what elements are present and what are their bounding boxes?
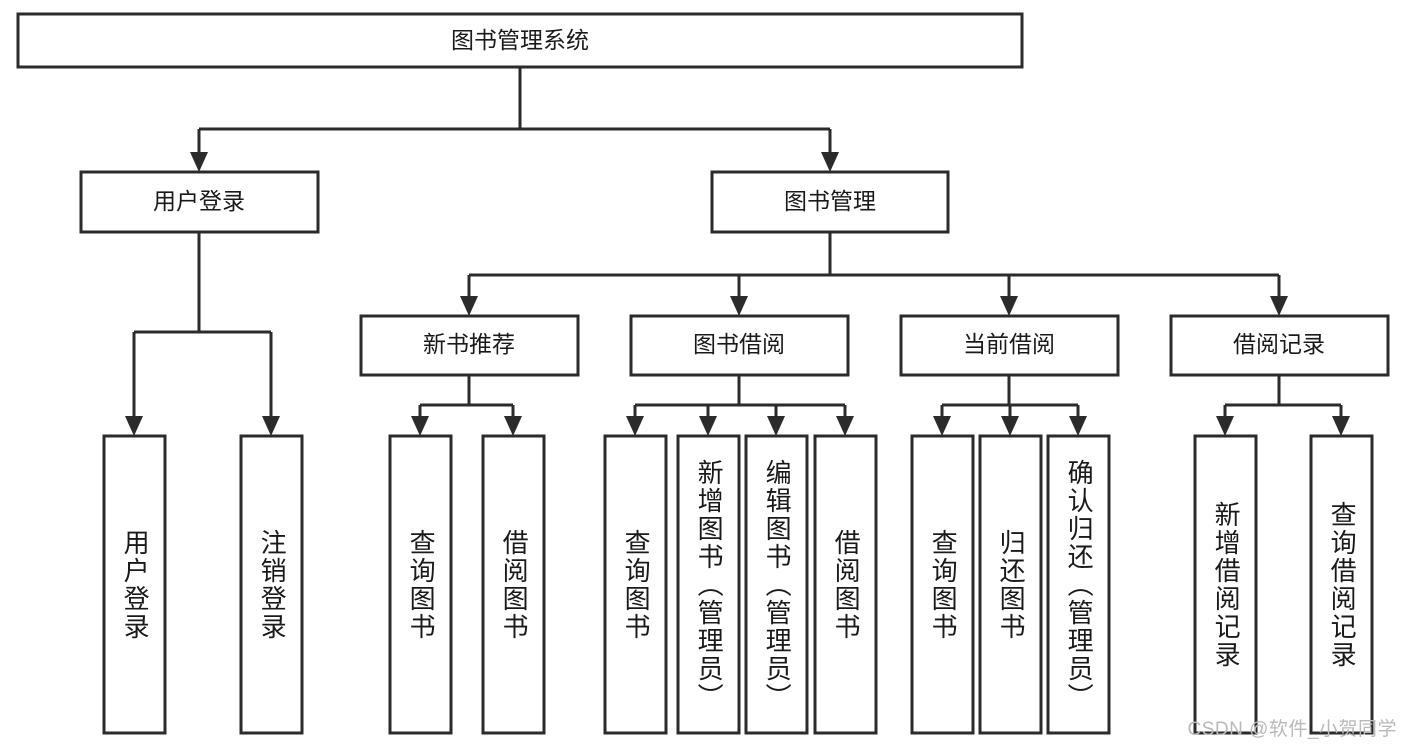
node-borrow-record[interactable]: 借阅记录 <box>1169 314 1390 377</box>
arrowhead-user-login <box>190 152 208 172</box>
node-root-label: 图书管理系统 <box>451 27 589 53</box>
leaf-box-borrow-record-2[interactable] <box>1309 434 1374 735</box>
arrowhead-book-borrow-leaf-3 <box>767 416 785 436</box>
connector-group-root <box>190 67 839 172</box>
arrowhead-book-manage <box>821 152 839 172</box>
node-current-borrow-label: 当前借阅 <box>963 331 1055 357</box>
connector-group-borrow-record <box>1216 375 1350 436</box>
node-user-login-box[interactable] <box>79 170 320 234</box>
node-book-manage-box[interactable] <box>710 170 950 234</box>
leaf-box-book-borrow-2[interactable] <box>676 434 741 735</box>
leaf-box-user-login-1[interactable] <box>102 434 167 735</box>
node-root[interactable]: 图书管理系统 <box>16 12 1024 69</box>
node-book-borrow-label: 图书借阅 <box>693 331 785 357</box>
arrowhead-new-book <box>460 296 478 316</box>
node-user-login-label: 用户登录 <box>153 188 245 214</box>
node-book-manage[interactable]: 图书管理 <box>710 170 950 234</box>
node-borrow-record-box[interactable] <box>1169 314 1390 377</box>
connector-group-user-login <box>125 232 280 436</box>
leaf-box-current-borrow-2[interactable] <box>978 434 1043 735</box>
arrowhead-borrow-record-leaf-1 <box>1216 416 1234 436</box>
arrowhead-current-borrow <box>1000 296 1018 316</box>
node-root-box[interactable] <box>16 12 1024 69</box>
node-book-borrow-box[interactable] <box>629 314 850 377</box>
watermark-text: CSDN @软件_小贺同学 <box>1187 719 1397 740</box>
arrowhead-book-borrow-leaf-2 <box>699 416 717 436</box>
arrowhead-borrow-record-leaf-2 <box>1332 416 1350 436</box>
leaf-box-new-book-2[interactable] <box>481 434 546 735</box>
node-book-manage-label: 图书管理 <box>784 188 876 214</box>
node-user-login[interactable]: 用户登录 <box>79 170 320 234</box>
arrowhead-current-borrow-leaf-3 <box>1069 416 1087 436</box>
arrowhead-book-borrow-leaf-4 <box>836 416 854 436</box>
node-new-book-recommend-label: 新书推荐 <box>423 331 515 357</box>
arrowhead-new-book-leaf-2 <box>504 416 522 436</box>
arrowhead-current-borrow-leaf-2 <box>1001 416 1019 436</box>
node-current-borrow-box[interactable] <box>899 314 1120 377</box>
leaf-box-current-borrow-1[interactable] <box>910 434 975 735</box>
arrowhead-borrow-record <box>1270 296 1288 316</box>
node-book-borrow[interactable]: 图书借阅 <box>629 314 850 377</box>
connector-group-current-borrow <box>933 375 1087 436</box>
arrowhead-book-borrow-leaf-1 <box>626 416 644 436</box>
leaf-box-new-book-1[interactable] <box>388 434 453 735</box>
node-new-book-recommend-box[interactable] <box>359 314 580 377</box>
connector-group-book-borrow <box>626 375 854 436</box>
arrowhead-new-book-leaf-1 <box>411 416 429 436</box>
node-borrow-record-label: 借阅记录 <box>1233 331 1325 357</box>
node-new-book-recommend[interactable]: 新书推荐 <box>359 314 580 377</box>
leaf-box-book-borrow-3[interactable] <box>744 434 809 735</box>
arrowhead-user-login-leaf-1 <box>125 416 143 436</box>
leaf-box-borrow-record-1[interactable] <box>1193 434 1258 735</box>
leaf-box-book-borrow-1[interactable] <box>603 434 668 735</box>
arrowhead-current-borrow-leaf-1 <box>933 416 951 436</box>
connector-group-new-book <box>411 375 522 436</box>
node-current-borrow[interactable]: 当前借阅 <box>899 314 1120 377</box>
leaf-box-book-borrow-4[interactable] <box>813 434 878 735</box>
leaf-box-user-login-2[interactable] <box>239 434 304 735</box>
leaf-box-current-borrow-3[interactable] <box>1046 434 1111 735</box>
connector-group-book-manage <box>460 232 1288 316</box>
arrowhead-user-login-leaf-2 <box>262 416 280 436</box>
arrowhead-book-borrow <box>730 296 748 316</box>
